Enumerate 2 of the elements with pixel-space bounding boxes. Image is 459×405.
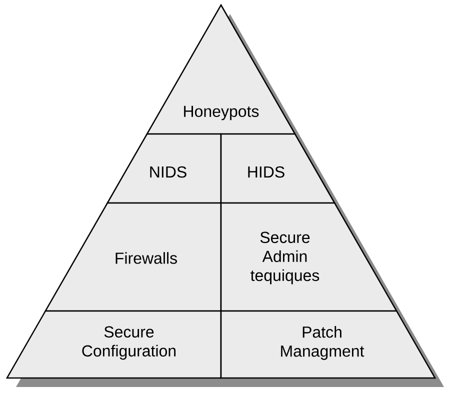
pyramid-section: HIDS xyxy=(220,133,336,204)
pyramid-section: Patch Managment xyxy=(220,310,436,379)
